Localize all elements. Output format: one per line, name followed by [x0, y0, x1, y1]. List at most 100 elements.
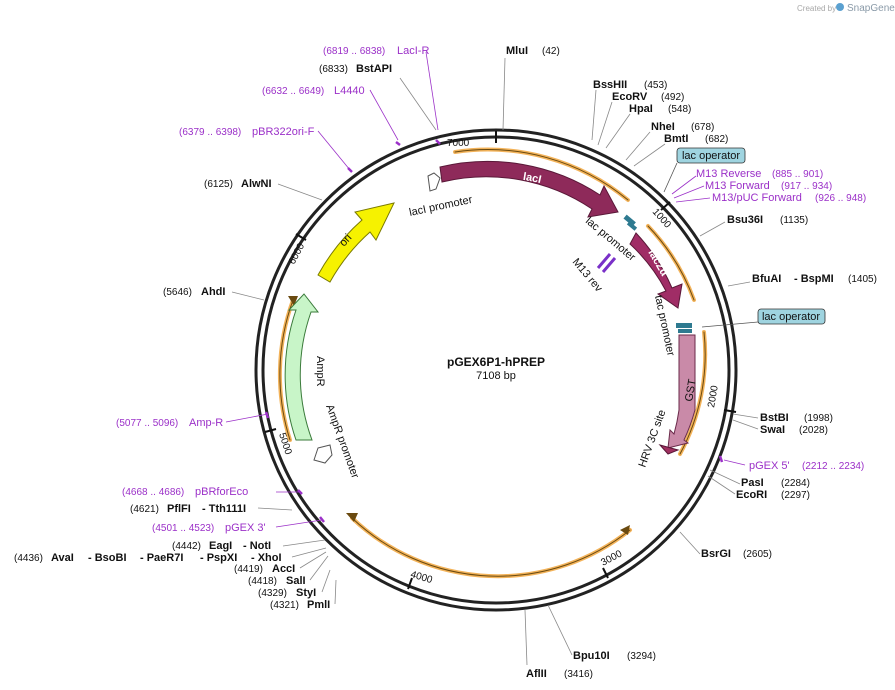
- svg-text:(6632 .. 6649): (6632 .. 6649): [262, 86, 324, 97]
- svg-text:(4668 .. 4686): (4668 .. 4686): [122, 487, 184, 498]
- svg-text:(678): (678): [691, 122, 714, 133]
- svg-text:(6819 .. 6838): (6819 .. 6838): [323, 46, 385, 57]
- enzyme-AvaI-group[interactable]: (4436) AvaI - BsoBI - PaeR7I - PspXI - X…: [14, 552, 282, 564]
- tac-operator-marker[interactable]: [678, 329, 692, 333]
- lac-promoter-marker[interactable]: [623, 214, 636, 227]
- svg-text:EagI: EagI: [209, 540, 232, 552]
- primer-LacI-R[interactable]: (6819 .. 6838) LacI-R: [323, 45, 429, 57]
- enzyme-EcoRI[interactable]: EcoRI (2297): [736, 489, 810, 501]
- lac-operator-1-text: lac operator: [682, 150, 740, 162]
- primer-M13-Forward[interactable]: M13 Forward (917 .. 934): [705, 180, 832, 192]
- lac-operator-box-1[interactable]: lac operator: [676, 147, 746, 164]
- enzyme-BssHII[interactable]: BssHII (453): [593, 79, 667, 91]
- svg-text:(1135): (1135): [780, 215, 808, 226]
- svg-text:(4419): (4419): [234, 564, 263, 575]
- primer-pBRforEco[interactable]: (4668 .. 4686) pBRforEco: [122, 486, 248, 498]
- HRV-3C-label: HRV 3C site: [637, 408, 669, 469]
- svg-text:Bsu36I: Bsu36I: [727, 214, 763, 226]
- lacI-promoter-label: lacI promoter: [408, 194, 474, 219]
- svg-text:AlwNI: AlwNI: [241, 178, 272, 190]
- svg-text:- XhoI: - XhoI: [251, 552, 282, 564]
- enzyme-PflFI-group[interactable]: (4621) PflFI - Tth111I: [130, 503, 246, 515]
- enzyme-BfuAI[interactable]: BfuAI - BspMI (1405): [752, 273, 877, 285]
- enzyme-StyI[interactable]: (4329) StyI: [258, 587, 316, 599]
- leader-op1: [663, 162, 678, 193]
- lac-operator-marker[interactable]: [626, 221, 638, 231]
- lacI-promoter-arrow-icon[interactable]: [427, 172, 441, 192]
- enzyme-Bpu10I[interactable]: Bpu10I (3294): [573, 650, 656, 662]
- primer-M13-Reverse[interactable]: M13 Reverse (885 .. 901): [696, 168, 823, 180]
- enzyme-PasI[interactable]: PasI (2284): [741, 477, 810, 489]
- ori-feature-arrow[interactable]: [317, 202, 395, 283]
- svg-text:AccI: AccI: [272, 563, 295, 575]
- svg-text:BssHII: BssHII: [593, 79, 627, 91]
- enzyme-EagI-group[interactable]: (4442) EagI - NotI: [172, 540, 271, 552]
- svg-text:AflII: AflII: [526, 668, 547, 680]
- enzyme-BsrGI[interactable]: BsrGI (2605): [701, 548, 772, 560]
- primer-M13-pUC-Forward[interactable]: M13/pUC Forward (926 .. 948): [712, 192, 866, 204]
- lacI-label: lacI: [522, 171, 542, 186]
- svg-text:M13 Reverse: M13 Reverse: [696, 168, 761, 180]
- primer-L4440[interactable]: (6632 .. 6649) L4440: [262, 85, 365, 97]
- svg-text:- BsoBI: - BsoBI: [88, 552, 127, 564]
- enzyme-AflII[interactable]: AflII (3416): [526, 668, 593, 680]
- enzyme-AlwNI[interactable]: (6125) AlwNI: [204, 178, 272, 190]
- tick-marks: [264, 131, 737, 590]
- tick-label-1000: 1000: [650, 207, 673, 231]
- tac-promoter-marker[interactable]: [676, 323, 692, 328]
- M13-rev-primer-icon[interactable]: [596, 253, 617, 273]
- svg-text:EcoRV: EcoRV: [612, 91, 648, 103]
- svg-text:L4440: L4440: [334, 85, 365, 97]
- svg-text:SalI: SalI: [286, 575, 306, 587]
- primer-Amp-R[interactable]: (5077 .. 5096) Amp-R: [116, 417, 223, 429]
- svg-text:(917 .. 934): (917 .. 934): [781, 181, 832, 192]
- enzyme-EcoRV[interactable]: EcoRV (492): [612, 91, 684, 103]
- primer-pGEX-3[interactable]: (4501 .. 4523) pGEX 3': [152, 522, 266, 534]
- primer-pBR322ori-F[interactable]: (6379 .. 6398) pBR322ori-F: [179, 126, 315, 138]
- enzyme-NheI[interactable]: NheI (678): [651, 121, 714, 133]
- svg-text:(4418): (4418): [248, 576, 277, 587]
- svg-text:MluI: MluI: [506, 45, 528, 57]
- svg-text:StyI: StyI: [296, 587, 316, 599]
- AmpR-feature-arrow[interactable]: [284, 293, 320, 441]
- svg-text:BfuAI: BfuAI: [752, 273, 781, 285]
- AmpR-label: AmpR: [314, 356, 326, 387]
- enzyme-AccI[interactable]: (4419) AccI: [234, 563, 295, 575]
- GST-feature-arrow[interactable]: [667, 334, 696, 449]
- AmpR-promoter-arrow-icon[interactable]: [313, 444, 333, 464]
- orange-feature-bands: [277, 147, 708, 579]
- lacZa-feature-arrow[interactable]: [629, 232, 683, 309]
- lacI-feature-arrow[interactable]: [439, 160, 619, 218]
- lac-operator-box-2[interactable]: lac operator: [757, 308, 826, 325]
- svg-text:pGEX 5': pGEX 5': [749, 460, 790, 472]
- enzyme-BstBI[interactable]: BstBI (1998): [760, 412, 833, 424]
- enzyme-Bsu36I[interactable]: Bsu36I (1135): [727, 214, 808, 226]
- primer-pGEX-5[interactable]: pGEX 5' (2212 .. 2234): [749, 460, 864, 472]
- band-arrow-ccw: [346, 513, 358, 522]
- M13-rev-label: M13 rev: [570, 256, 605, 295]
- svg-text:(3294): (3294): [627, 651, 656, 662]
- enzyme-AhdI[interactable]: (5646) AhdI: [163, 286, 225, 298]
- svg-text:(2028): (2028): [799, 425, 828, 436]
- enzyme-SalI[interactable]: (4418) SalI: [248, 575, 306, 587]
- enzyme-BstAPI[interactable]: (6833) BstAPI: [319, 63, 392, 75]
- enzyme-leader-lines: [231, 57, 759, 666]
- enzyme-HpaI[interactable]: HpaI (548): [629, 103, 691, 115]
- HRV-3C-site-marker[interactable]: [658, 444, 680, 455]
- svg-text:(1998): (1998): [804, 413, 833, 424]
- svg-text:PmlI: PmlI: [307, 599, 330, 611]
- svg-text:(2297): (2297): [781, 490, 810, 501]
- snapgene-logo-icon: [836, 3, 844, 11]
- svg-text:(2605): (2605): [743, 549, 772, 560]
- svg-text:(2212 .. 2234): (2212 .. 2234): [802, 461, 864, 472]
- primer-site-marks: [264, 139, 724, 523]
- enzyme-BmtI[interactable]: BmtI (682): [664, 133, 728, 145]
- enzyme-SwaI[interactable]: SwaI (2028): [760, 424, 828, 436]
- svg-text:(453): (453): [644, 80, 667, 91]
- svg-text:LacI-R: LacI-R: [397, 45, 429, 57]
- svg-text:(1405): (1405): [848, 274, 877, 285]
- enzyme-MluI[interactable]: MluI (42): [506, 45, 560, 57]
- band-arrow-cw: [620, 525, 630, 535]
- enzyme-PmlI[interactable]: (4321) PmlI: [270, 599, 330, 611]
- svg-text:BmtI: BmtI: [664, 133, 688, 145]
